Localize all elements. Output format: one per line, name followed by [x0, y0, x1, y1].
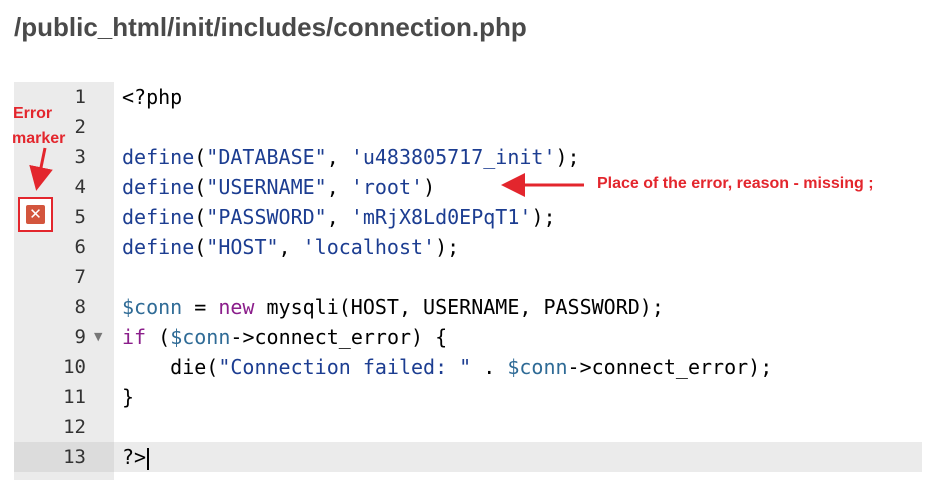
code-text[interactable]: die("Connection failed: " . $conn->conne… — [122, 355, 773, 379]
error-marker-highlight: ✕ — [18, 197, 53, 232]
text-cursor — [147, 447, 150, 470]
error-note-label: Place of the error, reason - missing ; — [597, 175, 874, 192]
code-text[interactable]: } — [122, 385, 135, 409]
line-number: 4 — [74, 176, 86, 198]
line-number-gutter — [14, 82, 114, 480]
code-text[interactable]: $conn = new mysqli(HOST, USERNAME, PASSW… — [122, 295, 664, 319]
code-text[interactable]: <?php — [122, 85, 183, 109]
error-marker-label: Error — [13, 105, 53, 122]
code-line-8[interactable]: 8 $conn = new mysqli(HOST, USERNAME, PAS… — [14, 292, 922, 322]
code-line-1[interactable]: 1 <?php — [14, 82, 922, 112]
code-text[interactable]: define("HOST", 'localhost'); — [122, 235, 460, 259]
line-number: 10 — [63, 356, 86, 378]
line-number: 13 — [14, 442, 114, 472]
line-number: 7 — [74, 266, 86, 288]
code-line-5[interactable]: 5 define("PASSWORD", 'mRjX8Ld0EPqT1'); — [14, 202, 922, 232]
code-line-6[interactable]: 6 define("HOST", 'localhost'); — [14, 232, 922, 262]
code-text[interactable]: if ($conn->connect_error) { — [122, 325, 448, 349]
line-number: 8 — [74, 296, 86, 318]
line-number: 3 — [74, 146, 86, 168]
fold-arrow-icon[interactable]: ▼ — [94, 330, 103, 343]
code-text[interactable]: define("DATABASE", 'u483805717_init'); — [122, 145, 580, 169]
line-number: 2 — [74, 116, 86, 138]
error-x-icon[interactable]: ✕ — [26, 205, 45, 224]
code-line-7[interactable]: 7 — [14, 262, 922, 292]
code-editor[interactable]: 1 <?php 2 3 define("DATABASE", 'u4838057… — [14, 82, 922, 480]
code-line-3[interactable]: 3 define("DATABASE", 'u483805717_init'); — [14, 142, 922, 172]
line-number: 1 — [74, 86, 86, 108]
error-marker-label: marker — [12, 130, 66, 147]
code-line-2[interactable]: 2 — [14, 112, 922, 142]
file-path-title: /public_html/init/includes/connection.ph… — [14, 12, 527, 42]
code-line-10[interactable]: 10 die("Connection failed: " . $conn->co… — [14, 352, 922, 382]
line-number: 9 — [74, 326, 86, 348]
line-number: 5 — [74, 206, 86, 228]
code-line-4[interactable]: 4 define("USERNAME", 'root') — [14, 172, 922, 202]
code-line-11[interactable]: 11 } — [14, 382, 922, 412]
code-text[interactable]: define("PASSWORD", 'mRjX8Ld0EPqT1'); — [122, 205, 556, 229]
code-text[interactable]: define("USERNAME", 'root') — [122, 175, 436, 199]
line-number: 6 — [74, 236, 86, 258]
code-text[interactable]: ?> — [122, 442, 150, 472]
code-line-13-active[interactable]: 13 ?> — [14, 442, 922, 472]
code-line-12[interactable]: 12 — [14, 412, 922, 442]
line-number: 11 — [63, 386, 86, 408]
line-number: 12 — [63, 416, 86, 438]
code-line-9[interactable]: 9 ▼ if ($conn->connect_error) { — [14, 322, 922, 352]
